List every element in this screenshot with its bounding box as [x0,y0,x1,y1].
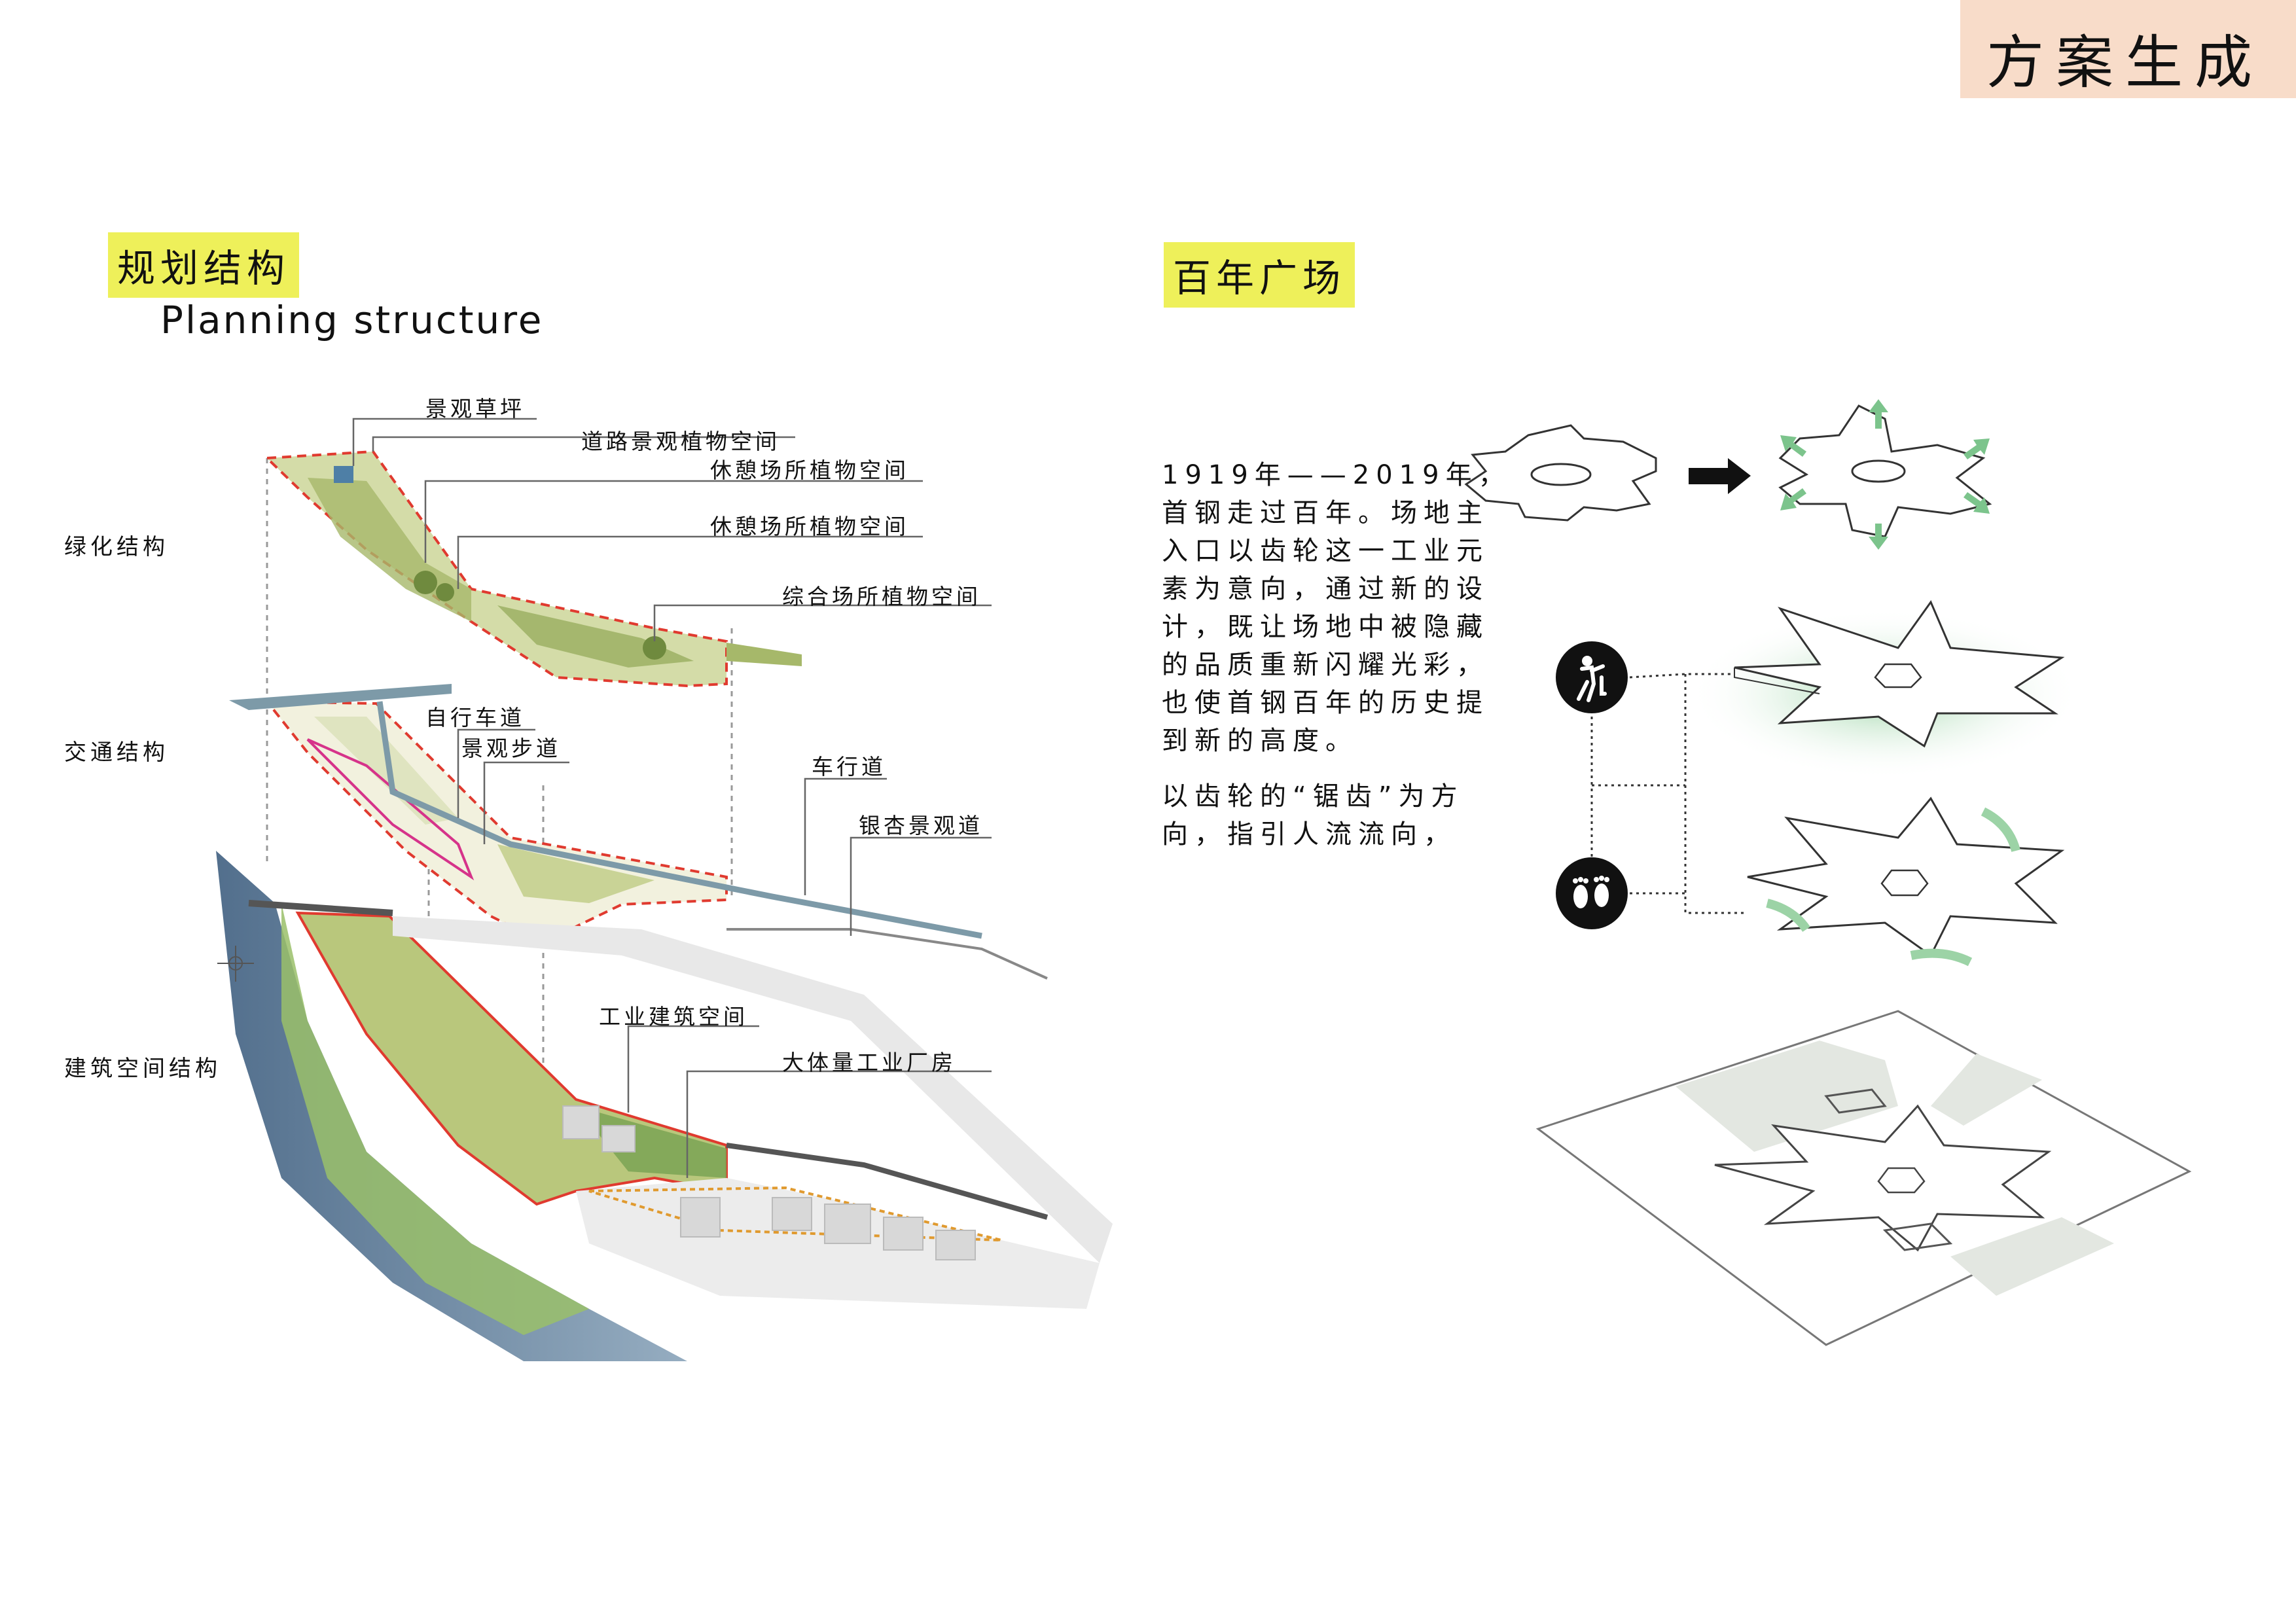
callout-industrial-space: 工业建筑空间 [599,1004,748,1029]
para-line: 1919年——2019年， [1162,460,1511,490]
para-line: 入口以齿轮这一工业元 [1162,536,1489,566]
transform-arrow [1689,458,1751,494]
planning-heading-cn: 规划结构 [108,232,300,298]
isometric-plaza [1535,1010,2192,1346]
description-paragraph: 1919年——2019年， 首钢走过百年。场地主 入口以齿轮这一工业元 素为意向… [1162,456,1511,760]
callout-rest-2: 休憩场所植物空间 [710,514,909,539]
activity-icon [1556,641,1628,713]
para-line: 以齿轮的“锯齿”为方 [1162,781,1464,812]
callout-bike-lane: 自行车道 [425,705,525,730]
para-line: 向，指引人流流向， [1162,819,1456,849]
callout-walkway: 景观步道 [461,736,561,761]
building-structure-layer [216,851,1113,1361]
para-line: 到新的高度。 [1162,726,1358,756]
direction-paragraph: 以齿轮的“锯齿”为方 向，指引人流流向， [1162,777,1463,853]
callout-complex: 综合场所植物空间 [782,584,981,609]
callout-rest-1: 休憩场所植物空间 [710,457,909,483]
gear-diagram-expanded [1778,399,1992,550]
callout-ginkgo-road: 银杏景观道 [859,813,983,838]
para-line: 首钢走过百年。场地主 [1162,498,1489,528]
title-banner [1960,0,2296,98]
page-title: 方案生成 [1986,29,2265,96]
star-plaza-flow [1747,796,2065,967]
callout-road-plant: 道路景观植物空间 [581,429,780,454]
para-line: 的品质重新闪耀光彩， [1162,650,1489,680]
century-plaza-heading: 百年广场 [1164,242,1355,308]
star-plaza-activity [1734,599,2065,748]
footprints-icon [1556,857,1628,929]
icon-connectors [1590,673,1744,914]
section-label-building: 建筑空间结构 [64,1056,221,1082]
callout-leaders [352,418,992,1178]
green-structure-layer [264,450,802,688]
gear-diagram-plain [1464,424,1657,522]
section-label-traffic: 交通结构 [64,740,169,766]
callout-lawn: 景观草坪 [425,396,525,421]
callout-carriageway: 车行道 [812,754,886,779]
traffic-structure-layer [229,684,1048,980]
para-line: 也使首钢百年的历史提 [1162,688,1489,718]
para-line: 计，既让场地中被隐藏 [1162,612,1489,642]
section-label-green: 绿化结构 [64,534,169,560]
planning-heading-en: Planning structure [160,298,544,342]
para-line: 素为意向，通过新的设 [1162,574,1489,604]
callout-factory: 大体量工业厂房 [782,1050,956,1075]
